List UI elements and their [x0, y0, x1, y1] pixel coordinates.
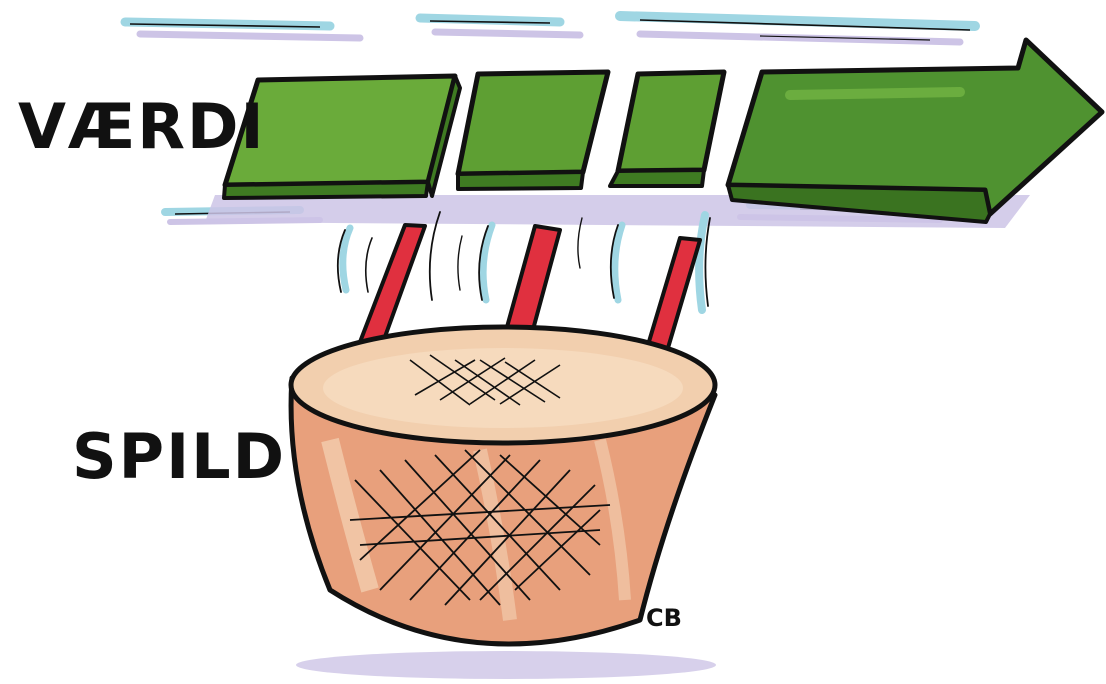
- value-block-3: [610, 72, 724, 186]
- artist-signature: CB: [646, 604, 682, 632]
- waste-label: SPILD: [72, 420, 286, 493]
- value-block-2: [458, 72, 608, 189]
- value-arrow: [728, 40, 1102, 222]
- value-label: VÆRDI: [18, 90, 266, 163]
- motion-lines-top: [125, 16, 975, 42]
